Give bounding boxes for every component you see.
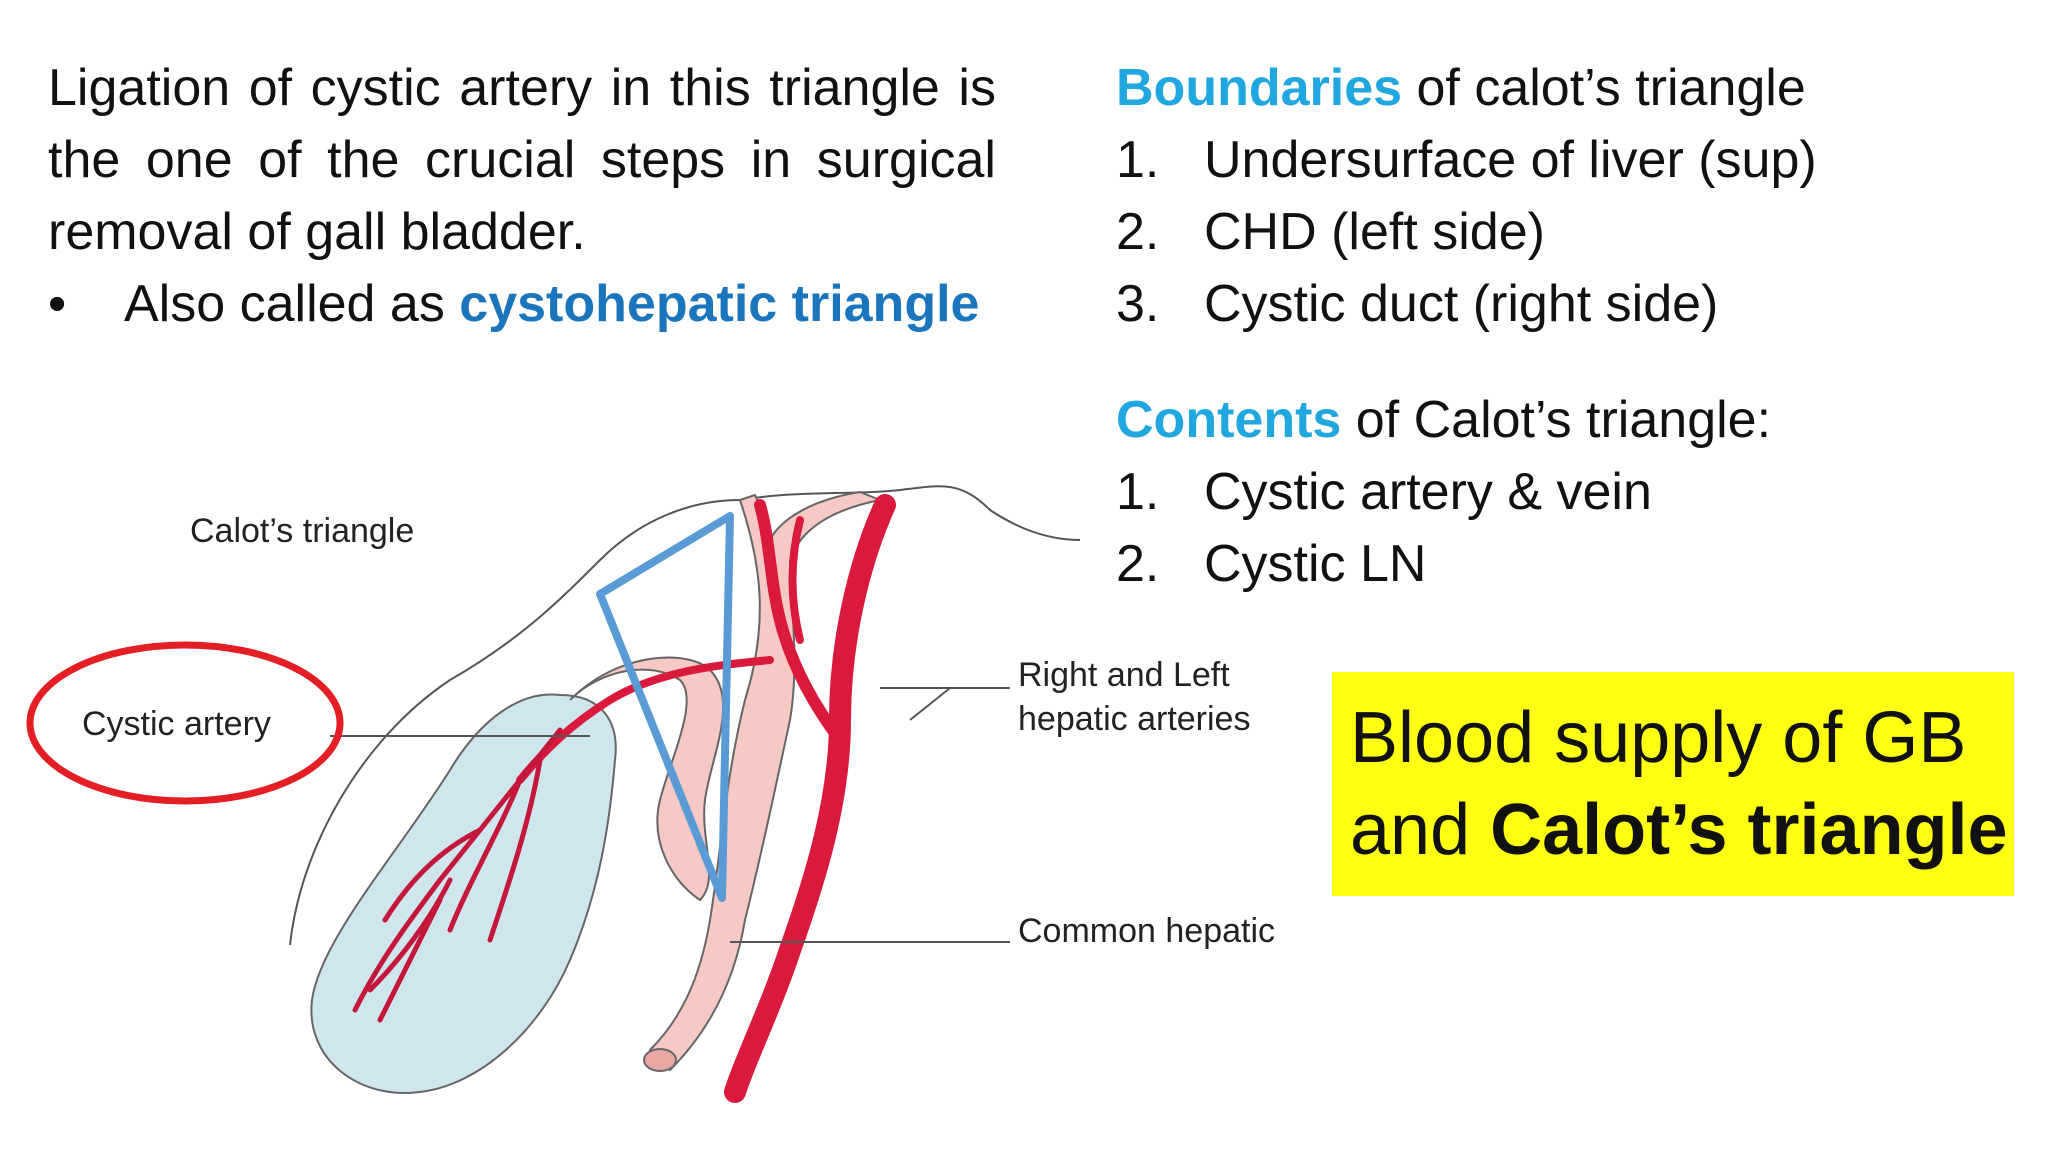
liver-outline: [289, 485, 1081, 946]
alias-highlight: cystohepatic triangle: [459, 275, 980, 333]
item-number: 1.: [1116, 131, 1160, 189]
item-number: 3.: [1116, 275, 1160, 333]
boundaries-heading: Boundaries of calot’s triangle: [1116, 52, 1806, 124]
common-hepatic-duct: [648, 490, 884, 1072]
item-number: 2.: [1116, 203, 1160, 261]
list-item: 1. Cystic artery & vein: [1116, 456, 1652, 528]
item-text: Cystic artery & vein: [1204, 463, 1652, 521]
callout-line1: Blood supply of GB: [1350, 698, 1967, 778]
item-number: 2.: [1116, 535, 1160, 593]
common-hepatic-artery: [724, 494, 896, 1103]
contents-heading-rest: of Calot’s triangle:: [1341, 391, 1772, 449]
label-hepatic-arteries-line1: Right and Left: [1018, 656, 1230, 694]
label-cystic-artery: Cystic artery: [82, 705, 271, 743]
label-calots-triangle: Calot’s triangle: [190, 512, 414, 550]
item-text: Cystic duct (right side): [1204, 275, 1719, 333]
title-callout: Blood supply of GB and Calot’s triangle: [1332, 672, 2014, 896]
list-item: 1. Undersurface of liver (sup): [1116, 124, 1817, 196]
calots-triangle-outline: [596, 512, 734, 902]
item-text: Cystic LN: [1204, 535, 1427, 593]
alias-bullet: • Also called as cystohepatic triangle: [48, 268, 979, 340]
bullet-symbol: •: [48, 275, 67, 333]
item-number: 1.: [1116, 463, 1160, 521]
contents-heading-highlight: Contents: [1116, 391, 1342, 449]
contents-heading: Contents of Calot’s triangle:: [1116, 384, 1771, 456]
list-item: 3. Cystic duct (right side): [1116, 268, 1817, 340]
list-item: 2. Cystic LN: [1116, 528, 1652, 600]
list-item: 2. CHD (left side): [1116, 196, 1817, 268]
left-hepatic-artery: [788, 516, 804, 644]
label-hepatic-arteries-line2: hepatic arteries: [1018, 700, 1250, 738]
item-text: CHD (left side): [1204, 203, 1545, 261]
item-text: Undersurface of liver (sup): [1204, 131, 1817, 189]
alias-prefix: Also called as: [124, 275, 460, 333]
callout-line2: and Calot’s triangle: [1350, 784, 2014, 876]
contents-list: 1. Cystic artery & vein 2. Cystic LN: [1116, 456, 1652, 600]
callout-line2-bold: Calot’s triangle: [1490, 790, 2008, 870]
intro-paragraph: Ligation of cystic artery in this triang…: [48, 59, 996, 261]
boundaries-heading-rest: of calot’s triangle: [1402, 59, 1806, 117]
duct-opening: [643, 1048, 677, 1072]
label-common-hepatic: Common hepatic: [1018, 912, 1275, 950]
cystic-artery-highlight-circle: [26, 641, 344, 805]
cystic-artery-branches: [352, 727, 563, 1023]
boundaries-list: 1. Undersurface of liver (sup) 2. CHD (lef…: [1116, 124, 1817, 340]
boundaries-heading-highlight: Boundaries: [1116, 59, 1403, 117]
leader-lines: [330, 687, 1010, 943]
callout-line2-prefix: and: [1350, 790, 1491, 870]
right-hepatic-artery: [754, 499, 846, 746]
